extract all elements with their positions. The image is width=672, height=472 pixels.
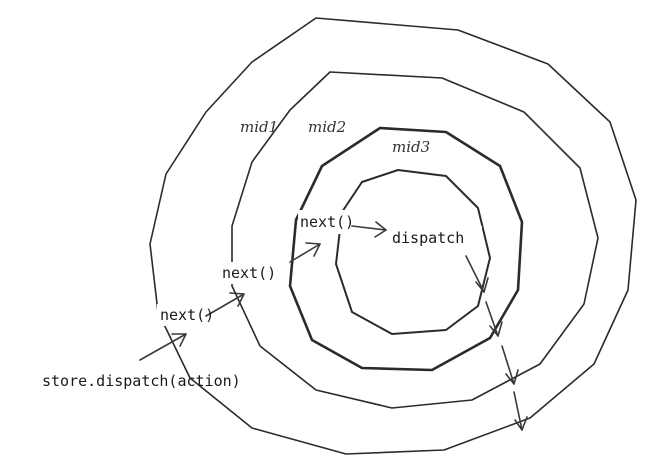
label-next-1: next() xyxy=(160,306,214,324)
arrow-next2-to-next3 xyxy=(289,242,321,263)
arrow-return-1 xyxy=(465,255,489,293)
gap-dispatch xyxy=(390,226,482,248)
gap-next-1 xyxy=(157,304,229,326)
gap-next-2 xyxy=(219,262,289,284)
arrow-next3-to-dispatch xyxy=(351,221,387,238)
arrow-next1-to-next2 xyxy=(205,292,245,317)
arrow-return-3 xyxy=(501,345,519,385)
arrow-return-2 xyxy=(485,301,503,337)
gap-next-3 xyxy=(298,210,368,234)
ring-mid1 xyxy=(149,17,637,455)
label-dispatch-core: dispatch xyxy=(392,229,464,247)
label-mid2: mid2 xyxy=(308,118,346,136)
label-next-2: next() xyxy=(222,264,276,282)
ring-dispatch-core xyxy=(335,169,491,335)
label-mid3: mid3 xyxy=(392,138,430,156)
ring-mid3 xyxy=(288,126,524,372)
label-store-dispatch: store.dispatch(action) xyxy=(42,372,241,390)
ring-mid2 xyxy=(231,71,599,409)
arrow-return-4 xyxy=(513,391,528,431)
label-mid1: mid1 xyxy=(240,118,278,136)
label-next-3: next() xyxy=(300,213,354,231)
arrow-entry-to-next1 xyxy=(139,333,187,361)
